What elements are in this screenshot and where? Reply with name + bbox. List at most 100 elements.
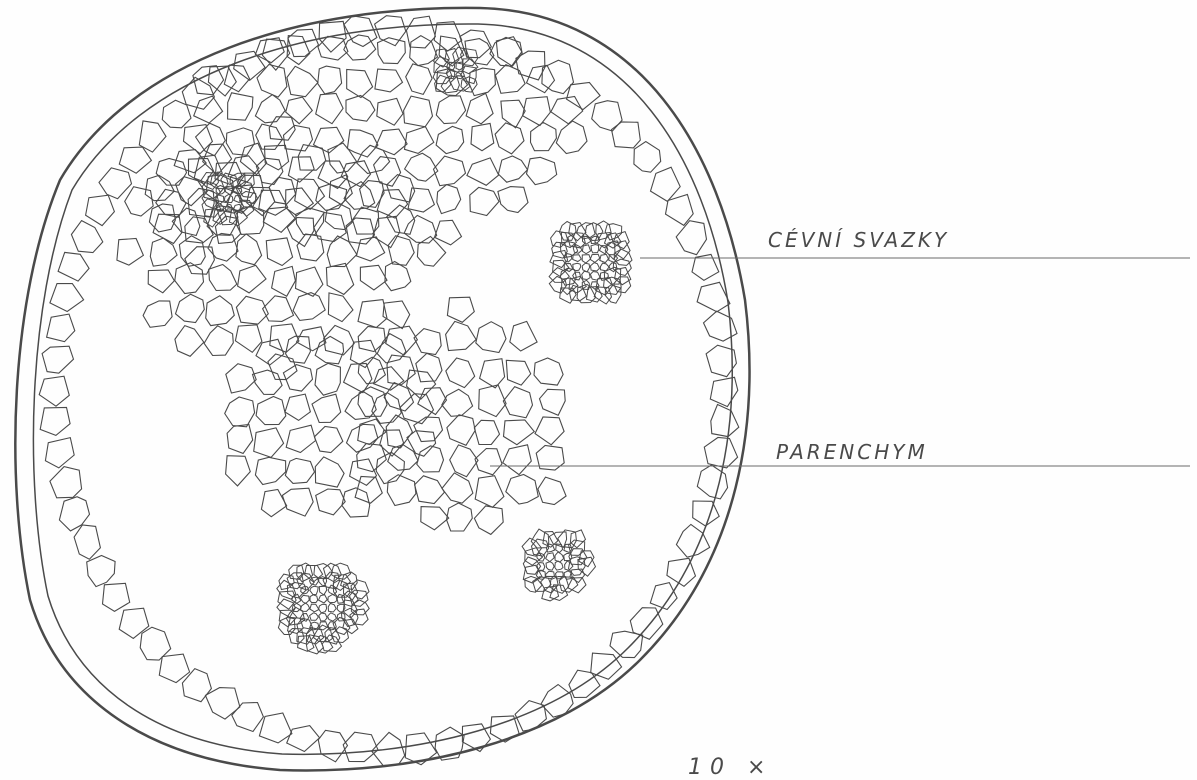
parenchyma-cell [360, 265, 387, 290]
magnification-note: 10 × [688, 755, 773, 780]
epidermis-outer-outline [15, 8, 749, 771]
parenchyma-cell [176, 294, 205, 322]
cortex-cell [610, 631, 643, 657]
parenchyma-cell [143, 301, 172, 327]
parenchyma-cell [257, 65, 287, 98]
parenchyma-cell [227, 425, 253, 454]
parenchyma-cell [421, 507, 449, 530]
parenchyma-cell [407, 431, 436, 457]
cortex-cell [99, 168, 132, 199]
bundle-sheath-cell [343, 619, 358, 634]
parenchyma-cell [272, 266, 296, 296]
parenchyma-cell [224, 65, 249, 92]
vascular-cell [573, 272, 581, 280]
cortex-cell [460, 30, 492, 58]
parenchyma-cell [286, 97, 313, 124]
parenchyma-cell [345, 391, 376, 419]
parenchyma-cell [447, 415, 475, 446]
cortex-cell [704, 438, 737, 468]
parenchyma-cell [347, 70, 373, 98]
parenchyma-cell [208, 233, 238, 261]
vascular-cell [319, 613, 327, 621]
vascular-cell [328, 613, 337, 621]
parenchyma-cell [447, 503, 473, 531]
parenchyma-cell [296, 267, 323, 296]
parenchyma-cell [437, 185, 461, 214]
parenchyma-cell [235, 325, 262, 353]
bundle-sheath-cell [314, 564, 333, 579]
parenchyma-cell [150, 238, 177, 266]
parenchyma-cell [435, 220, 462, 245]
cortex-cell [139, 121, 166, 152]
vascular-cell [300, 603, 309, 611]
parenchyma-cell [475, 449, 502, 475]
parenchyma-cell [375, 69, 403, 92]
parenchyma-cell [228, 156, 259, 182]
parenchyma-cell [474, 420, 499, 444]
parenchyma-cell [470, 187, 499, 215]
parenchyma-cell [466, 93, 493, 123]
vascular-cell [301, 595, 310, 603]
parenchyma-cell [404, 215, 437, 243]
parenchyma-cell [358, 300, 387, 328]
bundle-sheath-cell [605, 224, 622, 240]
parenchyma-cell [471, 123, 494, 150]
bundle-sheath-cell [542, 586, 559, 601]
cortex-cell [87, 556, 115, 587]
parenchyma-cell [527, 65, 555, 92]
cortex-cell [711, 405, 739, 437]
parenchyma-cell [287, 66, 318, 96]
vascular-cell [591, 263, 600, 271]
cortex-cell [693, 501, 720, 526]
parenchyma-cell [527, 157, 557, 184]
vascular-bundles-label: CÉVNÍ SVAZKY [768, 228, 949, 252]
parenchyma-cell [506, 475, 539, 505]
cortex-cell [47, 314, 75, 342]
parenchyma-cell [378, 38, 406, 64]
cortex-cell [667, 558, 696, 586]
parenchyma-cell [495, 123, 524, 154]
vascular-cell [546, 571, 555, 578]
parenchyma-cell [172, 208, 200, 235]
parenchyma-cell [270, 324, 299, 352]
parenchyma-cell [538, 477, 566, 505]
vascular-cell [337, 613, 345, 621]
parenchyma-cell [377, 190, 407, 219]
parenchyma-cell [226, 128, 254, 155]
parenchyma-cell [375, 129, 407, 155]
cortex-cell [490, 716, 519, 742]
bundle-sheath-cell [350, 609, 368, 625]
cortex-cell [40, 407, 70, 435]
epidermis-inner-outline [33, 24, 732, 754]
bundle-sheath-cell [351, 580, 369, 599]
cortex-cell [710, 377, 738, 406]
parenchyma-cell [534, 358, 563, 385]
parenchyma-cell [414, 417, 443, 441]
cortex-cell [634, 142, 661, 173]
parenchyma-cell [148, 270, 174, 293]
bundle-sheath-cell [331, 563, 351, 579]
parenchyma-cell [287, 36, 310, 65]
parenchyma-cell [531, 122, 557, 150]
cortex-cell [516, 51, 545, 80]
cortex-cell [58, 252, 89, 281]
parenchyma-cell [327, 236, 357, 267]
vascular-cell [590, 254, 600, 262]
parenchyma-cell [383, 301, 410, 329]
parenchyma-cell [418, 388, 447, 415]
parenchyma-cell [328, 293, 353, 322]
parenchyma-cell [196, 123, 226, 156]
parenchyma-cell [263, 296, 294, 322]
bundle-sheath-cell [461, 66, 476, 84]
parenchyma-cell [436, 96, 465, 124]
parenchyma-cell [282, 488, 313, 516]
vascular-cell [319, 604, 327, 613]
parenchyma-cell [316, 489, 346, 515]
parenchyma-cell [226, 364, 256, 393]
parenchyma-cell [226, 456, 251, 486]
vascular-cell [310, 604, 319, 612]
vascular-cell [573, 255, 582, 262]
parenchyma-cell [377, 334, 406, 363]
